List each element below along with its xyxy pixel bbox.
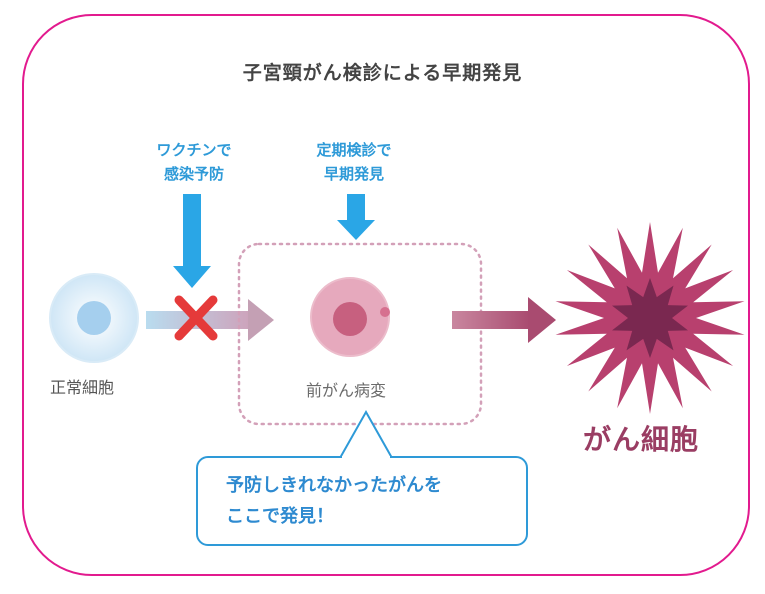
callout-bubble [196, 456, 528, 546]
precancer-cell [310, 277, 390, 357]
cancer-cell [555, 222, 745, 414]
block-x-icon [174, 295, 218, 341]
checkup-down-arrow [337, 194, 375, 240]
flow-arrow-to-cancer [452, 297, 556, 343]
callout-text: 予防しきれなかったがんを ここで発見！ [226, 475, 442, 527]
cancer-cell-label: がん細胞 [583, 423, 700, 456]
normal-cell-label: 正常細胞 [50, 378, 115, 397]
precancer-label: 前がん病変 [306, 381, 387, 400]
diagram-title: 子宮頸がん検診による早期発見 [242, 62, 523, 84]
vaccine-label: ワクチンで 感染予防 [156, 141, 232, 183]
rounded-frame [22, 14, 750, 576]
normal-cell [49, 273, 139, 363]
checkup-label: 定期検診で 早期発見 [316, 141, 392, 183]
cancer-cell-nucleus [612, 278, 688, 358]
vaccine-down-arrow [173, 194, 211, 288]
